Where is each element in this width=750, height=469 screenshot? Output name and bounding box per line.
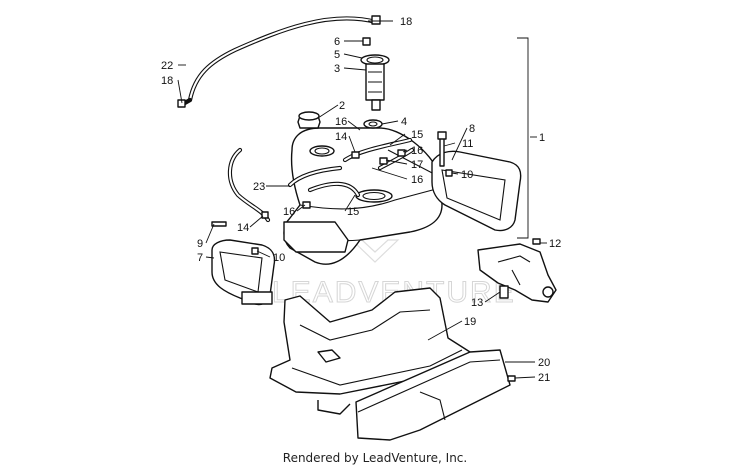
mounting-bracket bbox=[477, 243, 557, 303]
callout-15-a: 15 bbox=[411, 129, 423, 141]
strap-bolt-11 bbox=[437, 131, 447, 167]
callout-labels: 18 22 18 6 5 3 2 16 4 14 15 16 17 16 8 1… bbox=[161, 16, 561, 384]
clip-13 bbox=[499, 285, 509, 299]
fuel-pump-assembly bbox=[360, 37, 390, 111]
callout-16-c: 16 bbox=[411, 174, 423, 186]
tank-strap-right bbox=[431, 150, 522, 232]
bolt-9 bbox=[211, 221, 227, 227]
callout-4: 4 bbox=[401, 116, 407, 128]
assembly-bracket-1 bbox=[517, 37, 529, 239]
hose-clamp-14b bbox=[261, 211, 269, 219]
tray-lip bbox=[317, 400, 351, 415]
callout-16-b: 16 bbox=[411, 145, 423, 157]
bolt-12 bbox=[532, 238, 541, 245]
callout-5: 5 bbox=[334, 49, 340, 61]
callout-23: 23 bbox=[253, 181, 265, 193]
callout-11: 11 bbox=[462, 138, 473, 150]
tank-vent-hoses bbox=[261, 137, 415, 219]
callout-9: 9 bbox=[197, 238, 203, 250]
callout-18-left: 18 bbox=[161, 75, 173, 87]
callout-2: 2 bbox=[339, 100, 345, 112]
callout-16-a: 16 bbox=[335, 116, 347, 128]
callout-1: 1 bbox=[539, 132, 545, 144]
tank-front-saddle bbox=[283, 221, 349, 253]
pump-opening bbox=[355, 189, 393, 203]
hose-clamp-17 bbox=[379, 157, 388, 165]
heat-shield bbox=[355, 349, 511, 441]
screw-21 bbox=[507, 375, 516, 382]
callout-12: 12 bbox=[549, 238, 561, 250]
callout-3: 3 bbox=[334, 63, 340, 75]
filler-neck bbox=[309, 145, 335, 157]
callout-13: 13 bbox=[471, 297, 483, 309]
callout-14-a: 14 bbox=[335, 131, 347, 143]
render-credit: Rendered by LeadVenture, Inc. bbox=[282, 451, 468, 465]
bracket-hole bbox=[542, 286, 554, 298]
strap-left-tab bbox=[241, 291, 273, 305]
tank-strap-left bbox=[211, 239, 276, 306]
callout-22: 22 bbox=[161, 60, 173, 72]
callout-10-left: 10 bbox=[273, 252, 285, 264]
nut-10-right bbox=[445, 169, 453, 177]
callout-18-top: 18 bbox=[400, 16, 412, 28]
hose-clamp-16 bbox=[397, 149, 406, 157]
callout-7: 7 bbox=[197, 252, 203, 264]
callout-14-b: 14 bbox=[237, 222, 249, 234]
callout-17: 17 bbox=[411, 159, 423, 171]
hose-clamp-14 bbox=[351, 151, 360, 159]
hose-clamp-16b bbox=[302, 201, 311, 209]
callout-19: 19 bbox=[464, 316, 476, 328]
tray-pad bbox=[317, 349, 341, 363]
callout-15-b: 15 bbox=[347, 206, 359, 218]
callout-20: 20 bbox=[538, 357, 550, 369]
leader-lines bbox=[177, 20, 547, 379]
pump-screw-6 bbox=[362, 37, 371, 46]
vent-hose-upper bbox=[177, 15, 381, 108]
pump-gasket bbox=[363, 119, 383, 129]
callout-21: 21 bbox=[538, 372, 550, 384]
callout-10-right: 10 bbox=[461, 169, 473, 181]
fuel-cap bbox=[297, 111, 321, 129]
watermark-logo-mark bbox=[350, 239, 400, 263]
callout-6: 6 bbox=[334, 36, 340, 48]
fuel-tank bbox=[283, 127, 443, 265]
callout-8: 8 bbox=[469, 123, 475, 135]
hose-clamp-top bbox=[371, 15, 381, 25]
callout-16-d: 16 bbox=[283, 206, 295, 218]
